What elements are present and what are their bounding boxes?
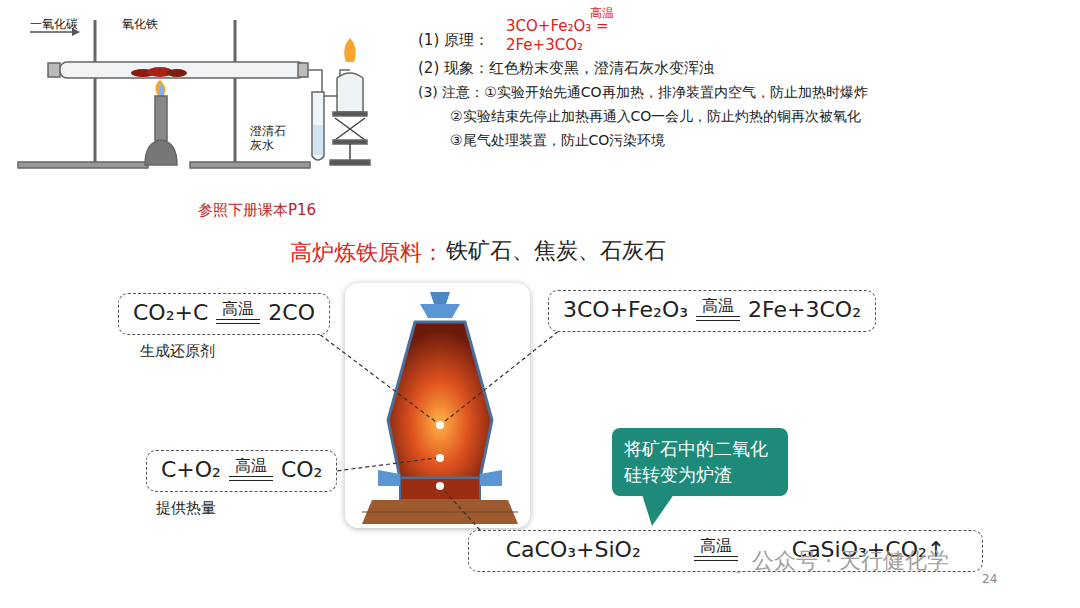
part-label: 澄清石灰水 (250, 124, 290, 153)
label-wrap: 参照下册课本P16 (198, 200, 316, 219)
label-wrap: 澄清石灰水 (250, 124, 290, 153)
equals-sign (216, 319, 260, 324)
label-wrap: 公众号 · 天行健化学 (752, 548, 949, 574)
label-wrap: ③尾气处理装置，防止CO污染环境 (450, 130, 665, 149)
label-wrap: 一氧化碳 (30, 13, 78, 32)
equals-sign (694, 556, 738, 561)
equation-box: CO₂+C 高温 2CO (118, 293, 330, 335)
equation-box: C+O₂ 高温 CO₂ (146, 450, 337, 492)
formula-text: CO₂ (281, 458, 323, 482)
leader-line (443, 489, 480, 530)
formula-text: 3CO+Fe₂O₃ (563, 298, 688, 322)
label-wrap: ②实验结束先停止加热再通入CO一会儿，防止灼热的铜再次被氧化 (450, 106, 861, 125)
title-rest: 铁矿石、焦炭、石灰石 (446, 238, 666, 263)
leader-line (444, 332, 558, 422)
page-number: 24 (982, 572, 997, 586)
reaction-condition: 高温 (229, 457, 273, 481)
watermark: 公众号 · 天行健化学 (752, 548, 949, 573)
formula-text: C+O₂ (161, 458, 221, 482)
note-line: ②实验结束先停止加热再通入CO一会儿，防止灼热的铜再次被氧化 (450, 108, 861, 124)
reaction-condition: 高温 (694, 537, 738, 561)
label-wrap: (2) 现象：红色粉末变黑，澄清石灰水变浑浊 (418, 58, 714, 77)
label-wrap: (3) 注意：①实验开始先通CO再加热，排净装置内空气，防止加热时爆炸 (418, 82, 868, 101)
callout-text: 将矿石中的二氧化硅转变为炉渣 (624, 438, 768, 485)
callout-pointer (642, 494, 674, 526)
label-wrap: 铁矿石、焦炭、石灰石 (446, 238, 666, 264)
label-wrap: 3CO+Fe₂O₃ = 2Fe+3CO₂ (506, 17, 618, 55)
note-line: (1) 原理： (418, 31, 489, 49)
note-line: (3) 注意：①实验开始先通CO再加热，排净装置内空气，防止加热时爆炸 (418, 84, 868, 100)
equation-label: 3CO+Fe₂O₃ = 2Fe+3CO₂ (506, 17, 618, 55)
equals-sign (696, 316, 740, 321)
gas-label: 一氧化碳 (30, 17, 78, 31)
condition-text: 高温 (235, 457, 267, 475)
equation-note: 生成还原剂 (140, 342, 215, 360)
condition-text: 高温 (222, 300, 254, 318)
label-wrap: 提供热量 (156, 498, 216, 517)
leader-line (337, 458, 436, 471)
reference-note: 参照下册课本P16 (198, 201, 316, 219)
callout-bubble: 将矿石中的二氧化硅转变为炉渣 (612, 428, 788, 496)
formula-text: 2CO (268, 301, 315, 325)
title-wrap: 高炉炼铁原料： (290, 238, 444, 268)
equation-box: 3CO+Fe₂O₃ 高温 2Fe+3CO₂ (548, 290, 876, 332)
apparatus (18, 20, 370, 168)
label-wrap: 24 (982, 568, 997, 587)
label-wrap: 生成还原剂 (140, 341, 215, 360)
equals-sign (229, 476, 273, 481)
condition-text: 高温 (700, 537, 732, 555)
label-wrap: 氧化铁 (122, 13, 158, 32)
label-wrap: (1) 原理： (418, 30, 489, 49)
slide-title: 高炉炼铁原料： (290, 240, 444, 265)
formula-text: CaCO₃+SiO₂ (506, 538, 641, 562)
equation-note: 提供热量 (156, 499, 216, 517)
leader-line (320, 335, 436, 422)
part-label: 氧化铁 (122, 17, 158, 31)
formula-text: CO₂+C (133, 301, 208, 325)
condition-text: 高温 (702, 297, 734, 315)
note-line: (2) 现象：红色粉末变黑，澄清石灰水变浑浊 (418, 59, 714, 77)
note-line: ③尾气处理装置，防止CO污染环境 (450, 132, 665, 148)
reaction-condition: 高温 (216, 300, 260, 324)
blast-furnace (345, 283, 530, 528)
formula-text: 2Fe+3CO₂ (748, 298, 861, 322)
reaction-condition: 高温 (696, 297, 740, 321)
